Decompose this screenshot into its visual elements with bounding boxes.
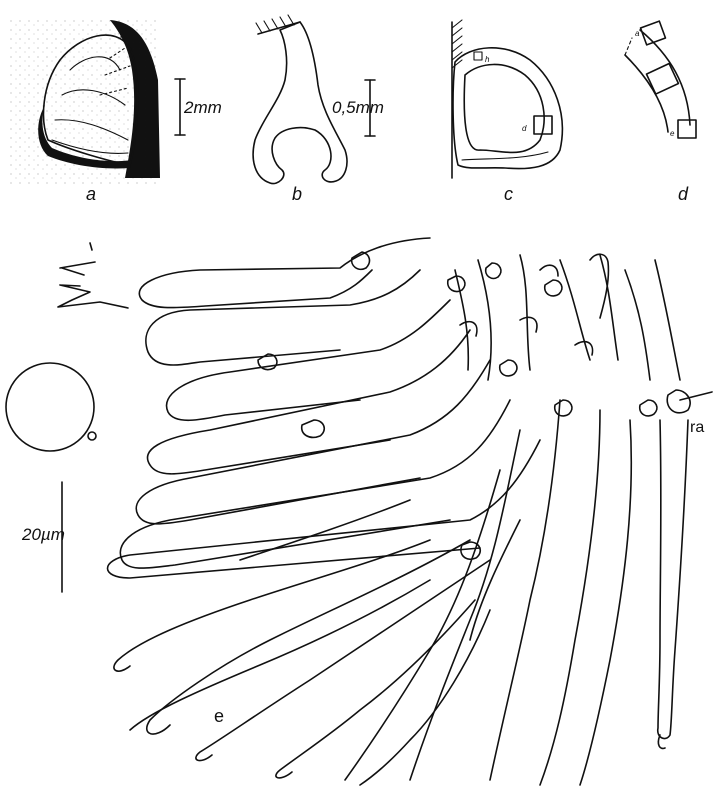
panel-b-scale-label: 0,5mm — [332, 98, 384, 117]
panel-d-detail-drawing — [625, 21, 696, 138]
panel-e-label: e — [214, 706, 224, 726]
panel-d-inset-label-e: e — [670, 129, 675, 138]
panel-e-hyphae-drawing — [108, 238, 713, 785]
panel-c-inset-label-h: h — [485, 55, 490, 64]
panel-b-label: b — [292, 184, 302, 204]
spore-drawing — [6, 363, 96, 451]
panel-c-section-drawing — [452, 20, 562, 178]
panel-d-inset-label-a: a — [635, 29, 640, 38]
panel-a-scale-label: 2mm — [183, 98, 222, 117]
panel-e-scale-label: 20µm — [21, 525, 65, 544]
hyphal-fragment-drawing — [58, 243, 128, 308]
panel-d-label: d — [678, 184, 689, 204]
panel-c-label: c — [504, 184, 513, 204]
panel-e-sublabel-ra: ra — [690, 419, 704, 436]
panel-a-label: a — [86, 184, 96, 204]
panel-a-fruitbody-drawing — [8, 20, 160, 185]
panel-c-inset-label-d: d — [522, 124, 527, 133]
